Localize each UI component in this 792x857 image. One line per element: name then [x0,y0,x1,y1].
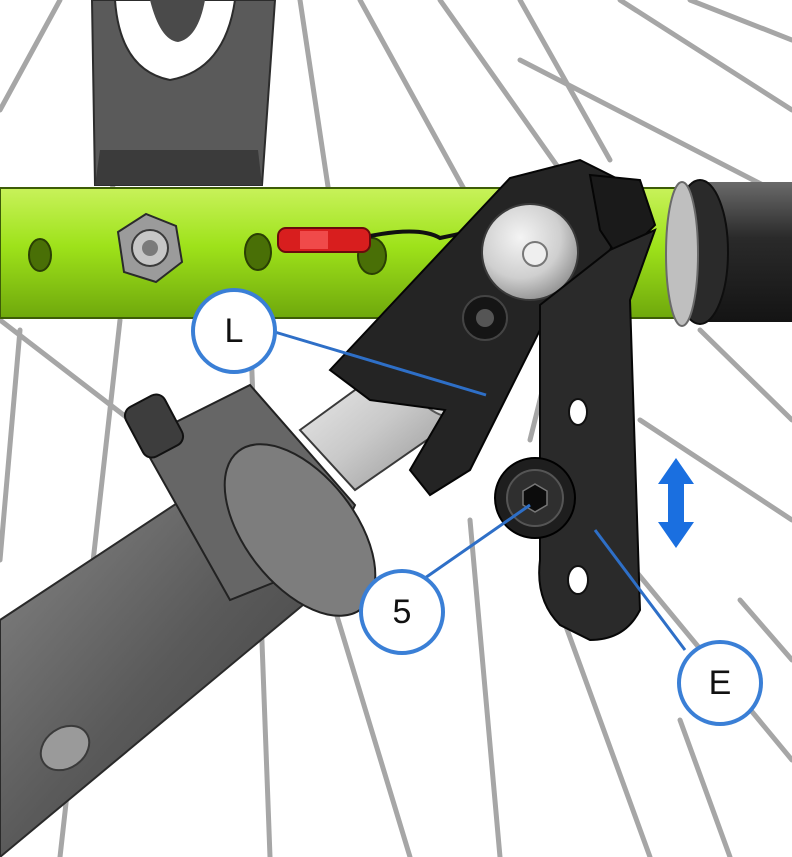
leader-line-lever [267,328,487,397]
leader-line-screw [424,503,531,580]
grey-tube [0,383,377,857]
hex-nut [116,212,184,284]
callout-label-screw: 5 [393,593,412,631]
black-end-tube [665,179,792,327]
adjustment-bracket [538,228,657,642]
leader-line-bracket [593,529,687,651]
callout-label-lever: L [225,312,244,350]
callout-lever: L [191,288,277,374]
quick-release-lever [328,158,657,497]
frame-fork [90,0,277,186]
hex-socket-screw [494,457,576,539]
leader-lines [267,328,687,651]
callout-bracket: E [677,640,763,726]
callout-label-bracket: E [709,664,732,702]
callout-screw: 5 [359,569,445,655]
vertical-double-arrow-icon [658,458,694,548]
